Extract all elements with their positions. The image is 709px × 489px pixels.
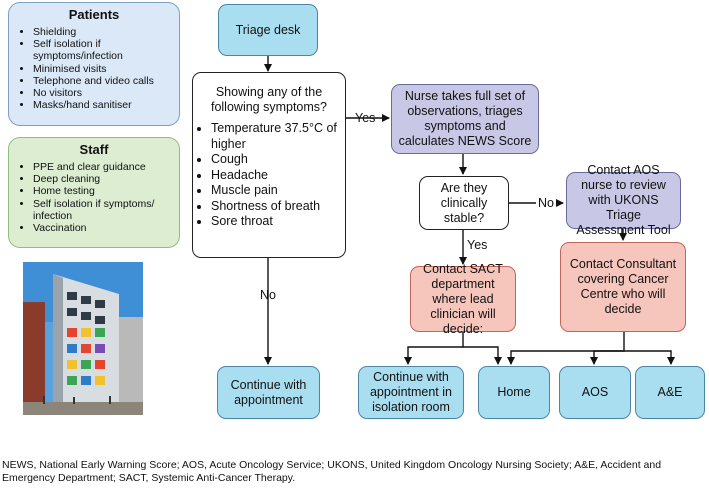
list-item: Masks/hand sanitiser xyxy=(33,99,169,111)
list-item: Deep cleaning xyxy=(33,173,169,185)
symptoms-question-label: Showing any of the following symptoms? xyxy=(210,85,327,114)
list-item: Temperature 37.5°C of higher xyxy=(211,121,345,152)
staff-list: PPE and clear guidance Deep cleaning Hom… xyxy=(19,161,169,234)
list-item: Shortness of breath xyxy=(211,199,345,215)
yes-label-symptoms: Yes xyxy=(355,111,376,125)
list-item: PPE and clear guidance xyxy=(33,161,169,173)
patients-title: Patients xyxy=(68,7,120,22)
contact-sact-label: Contact SACT department where lead clini… xyxy=(423,261,503,336)
contact-consultant-label: Contact Consultant covering Cancer Centr… xyxy=(569,257,677,316)
list-item: Sore throat xyxy=(211,214,345,230)
nurse-observations-box: Nurse takes full set of observations, tr… xyxy=(391,84,539,154)
nurse-observations-label: Nurse takes full set of observations, tr… xyxy=(398,89,532,148)
home-label: Home xyxy=(497,385,531,399)
continue-appointment-label: Continue with appointment xyxy=(230,377,307,407)
continue-appointment-box: Continue with appointment xyxy=(217,366,320,419)
home-box: Home xyxy=(478,366,550,419)
aos-box: AOS xyxy=(559,366,631,419)
triage-desk-label: Triage desk xyxy=(235,22,301,37)
continue-isolation-box: Continue with appointment in isolation r… xyxy=(358,366,464,419)
clinically-stable-box: Are they clinically stable? xyxy=(419,176,509,230)
list-item: Home testing xyxy=(33,185,169,197)
contact-consultant-box: Contact Consultant covering Cancer Centr… xyxy=(560,242,686,332)
staff-title: Staff xyxy=(79,142,109,157)
patients-list: Shielding Self isolation if symptoms/inf… xyxy=(19,26,169,111)
list-item: Muscle pain xyxy=(211,183,345,199)
contact-aos-label: Contact AOS nurse to review with UKONS T… xyxy=(576,163,671,237)
ae-box: A&E xyxy=(635,366,705,419)
list-item: Cough xyxy=(211,152,345,168)
list-item: Telephone and video calls xyxy=(33,75,169,87)
symptoms-question-box: Showing any of the following symptoms? T… xyxy=(192,72,346,258)
ae-label: A&E xyxy=(657,385,683,399)
patients-panel: Patients Shielding Self isolation if sym… xyxy=(8,2,180,126)
continue-isolation-label: Continue with appointment in isolation r… xyxy=(369,370,452,414)
contact-aos-box: Contact AOS nurse to review with UKONS T… xyxy=(566,163,681,237)
list-item: Shielding xyxy=(33,26,169,38)
list-item: Self isolation if symptoms/infection xyxy=(33,38,169,62)
aos-label: AOS xyxy=(581,385,609,399)
list-item: Headache xyxy=(211,168,345,184)
list-item: Minimised visits xyxy=(33,63,169,75)
no-label-stable: No xyxy=(536,196,556,210)
yes-label-stable: Yes xyxy=(465,238,490,252)
triage-desk-box: Triage desk xyxy=(218,4,318,56)
contact-sact-box: Contact SACT department where lead clini… xyxy=(410,262,516,336)
no-label-symptoms: No xyxy=(260,288,276,302)
list-item: No visitors xyxy=(33,87,169,99)
clinically-stable-label: Are they clinically stable? xyxy=(440,180,488,225)
list-item: Vaccination xyxy=(33,222,169,234)
symptoms-list: Temperature 37.5°C of higher Cough Heada… xyxy=(193,121,345,230)
list-item: Self isolation if symptoms/ infection xyxy=(33,198,169,222)
hospital-building-photo xyxy=(23,262,143,415)
staff-panel: Staff PPE and clear guidance Deep cleani… xyxy=(8,137,180,248)
footnote: NEWS, National Early Warning Score; AOS,… xyxy=(2,459,662,484)
